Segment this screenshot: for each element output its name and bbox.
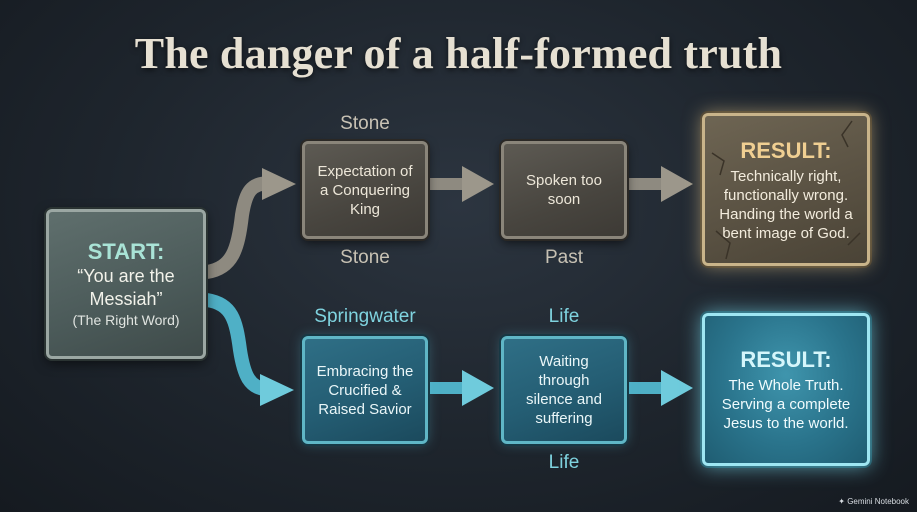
water-step-2-line-2: through [538,372,590,389]
stone-arrow-2-head [661,166,693,202]
water-result-line-3: Jesus to the world. [723,415,849,432]
water-step-2-line-3: silence and [526,391,602,408]
stone-result-box: RESULT: Technically right, functionally … [702,113,870,266]
page-title: The danger of a half-formed truth [134,29,783,78]
water-result-line-2: Serving a complete [721,396,851,413]
start-quote-line-1: “You are the [77,266,175,286]
water-branch-arrowhead [260,374,294,406]
crack-texture [711,120,861,260]
water-arrow-2-head [661,370,693,406]
water-arrow-1-head [462,370,494,406]
springwater-label-top: Springwater [314,306,416,327]
water-arrow-1-shaft [428,382,468,394]
sparkle-icon: ✦ [838,497,845,506]
start-heading: START: [87,239,165,264]
stone-result-heading: RESULT: [740,137,832,163]
life-label-top: Life [548,306,580,327]
water-step-1-line-1: Embracing the [316,362,414,380]
start-quote-line-2: Messiah” [89,289,163,309]
stone-step-spoken: Spoken too soon [501,141,627,239]
stone-result-line-1: Technically right, [730,167,842,185]
past-label-bottom: Past [544,247,584,268]
stone-step-2-line-2: soon [547,191,581,208]
footer-brand-label: Gemini Notebook [847,497,909,506]
start-subtitle: (The Right Word) [72,312,180,328]
stone-step-1-line-1: Expectation of [317,162,413,180]
life-label-bottom: Life [548,452,580,473]
start-box: START: “You are the Messiah” (The Right … [46,209,206,359]
water-arrow-2-shaft [627,382,667,394]
stone-result-line-2: functionally wrong. [723,186,849,204]
water-step-1-line-3: Raised Savior [318,400,412,418]
stone-arrow-2-shaft [627,178,667,190]
stone-arrow-1-head [462,166,494,202]
water-result-heading: RESULT: [740,347,832,372]
water-step-2-line-4: suffering [535,410,593,427]
water-branch-arrow [205,293,268,396]
stone-label-bottom: Stone [340,247,390,268]
stone-branch-arrowhead [262,168,296,200]
stone-step-1-line-3: King [349,200,381,218]
stone-result-line-3: Handing the world a [719,205,853,223]
stone-arrow-1-shaft [428,178,468,190]
stone-step-1-line-2: a Conquering [319,181,411,199]
water-step-1-line-2: Crucified & [328,381,402,399]
water-step-embracing: Embracing the Crucified & Raised Savior [302,336,428,444]
stone-step-2-line-1: Spoken too [526,172,602,189]
water-step-2-line-1: Waiting [539,353,589,370]
water-result-line-1: The Whole Truth. [728,377,844,394]
stone-branch-arrow [205,176,269,279]
footer-brand: ✦ Gemini Notebook [838,497,909,506]
stone-label-top: Stone [340,113,390,134]
water-result-box: RESULT: The Whole Truth. Serving a compl… [702,313,870,466]
stone-step-expectation: Expectation of a Conquering King [302,141,428,239]
water-step-waiting: Waiting through silence and suffering [501,336,627,444]
stone-result-line-4: bent image of God. [722,224,850,242]
